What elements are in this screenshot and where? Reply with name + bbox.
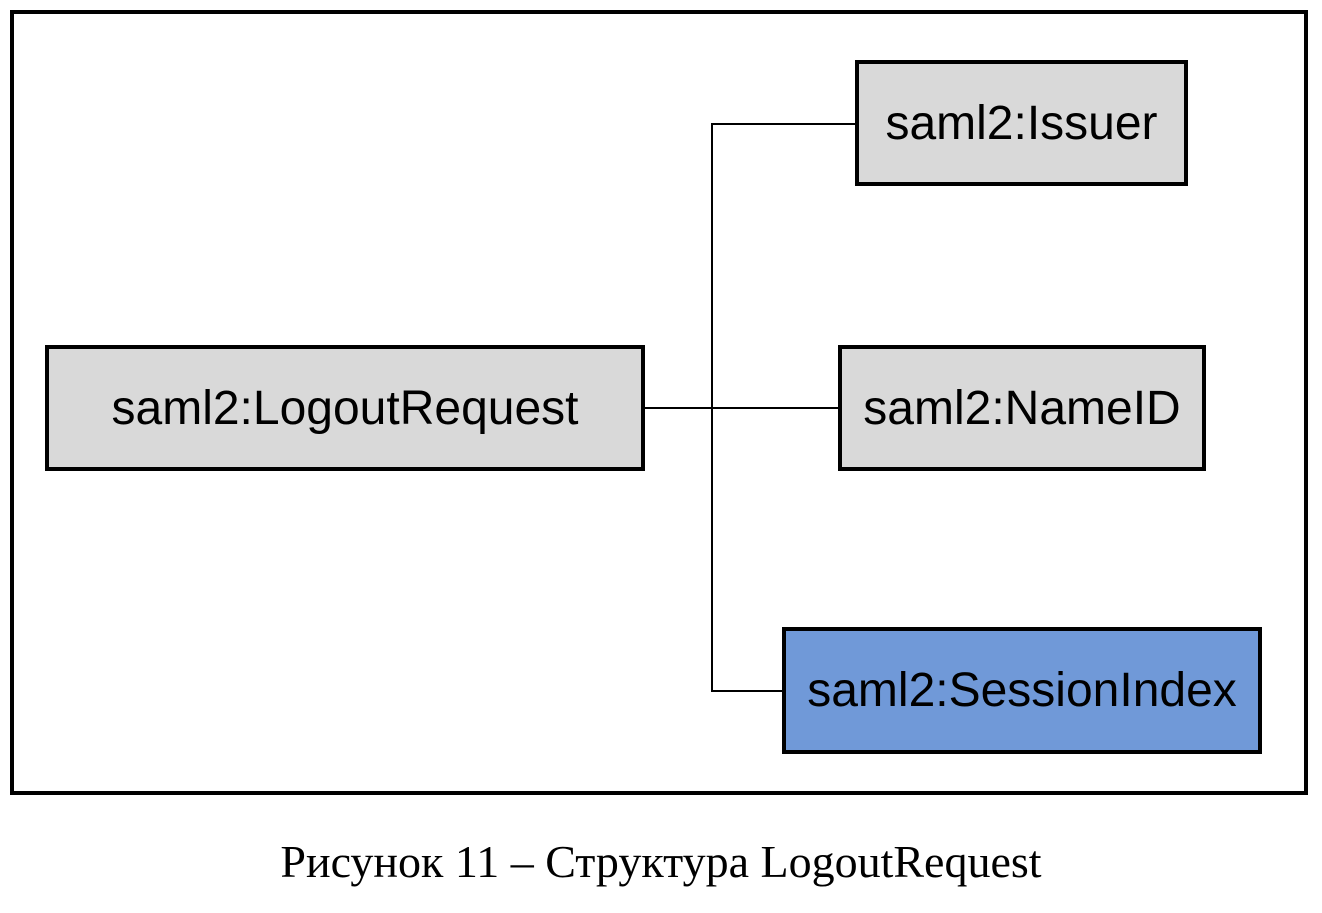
node-nameid: saml2:NameID: [838, 345, 1206, 471]
connector-root-to-trunk: [642, 407, 838, 409]
figure-caption: Рисунок 11 – Структура LogoutRequest: [280, 836, 1042, 887]
connector-branch-issuer: [711, 123, 855, 125]
connector-trunk-vertical: [711, 123, 713, 692]
node-nameid-label: saml2:NameID: [863, 381, 1181, 435]
node-logoutrequest: saml2:LogoutRequest: [45, 345, 645, 471]
node-issuer: saml2:Issuer: [855, 60, 1188, 186]
node-logoutrequest-label: saml2:LogoutRequest: [111, 381, 579, 435]
node-sessionindex: saml2:SessionIndex: [782, 627, 1262, 754]
connector-branch-sessionindex: [711, 690, 782, 692]
node-issuer-label: saml2:Issuer: [885, 96, 1158, 150]
node-sessionindex-label: saml2:SessionIndex: [807, 664, 1237, 717]
